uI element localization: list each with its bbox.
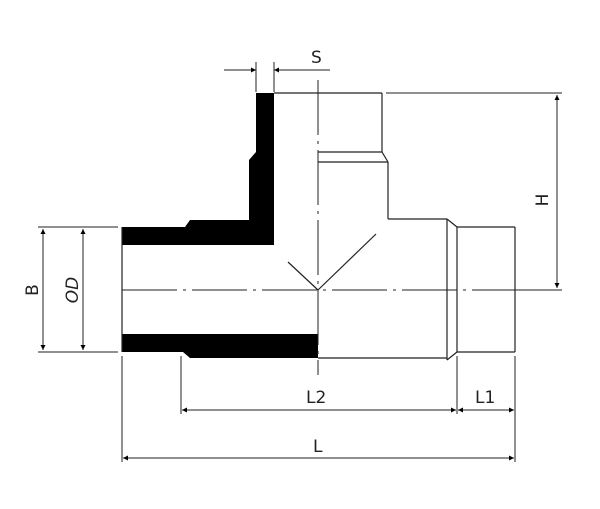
dimension-lines [40, 67, 560, 461]
section-walls [122, 93, 318, 358]
upper-wall-section [122, 93, 274, 245]
label-L1: L1 [475, 388, 495, 408]
outline [121, 92, 516, 361]
label-OD: OD [63, 277, 83, 303]
label-L: L [313, 437, 323, 457]
label-B: B [23, 284, 43, 296]
center-lines [122, 80, 528, 375]
label-L2: L2 [306, 388, 326, 408]
extension-lines [38, 62, 562, 462]
label-S: S [311, 48, 322, 68]
lower-wall-section [122, 334, 318, 358]
label-H: H [533, 194, 553, 207]
dimension-labels: S H B OD L2 L1 L [23, 48, 553, 457]
